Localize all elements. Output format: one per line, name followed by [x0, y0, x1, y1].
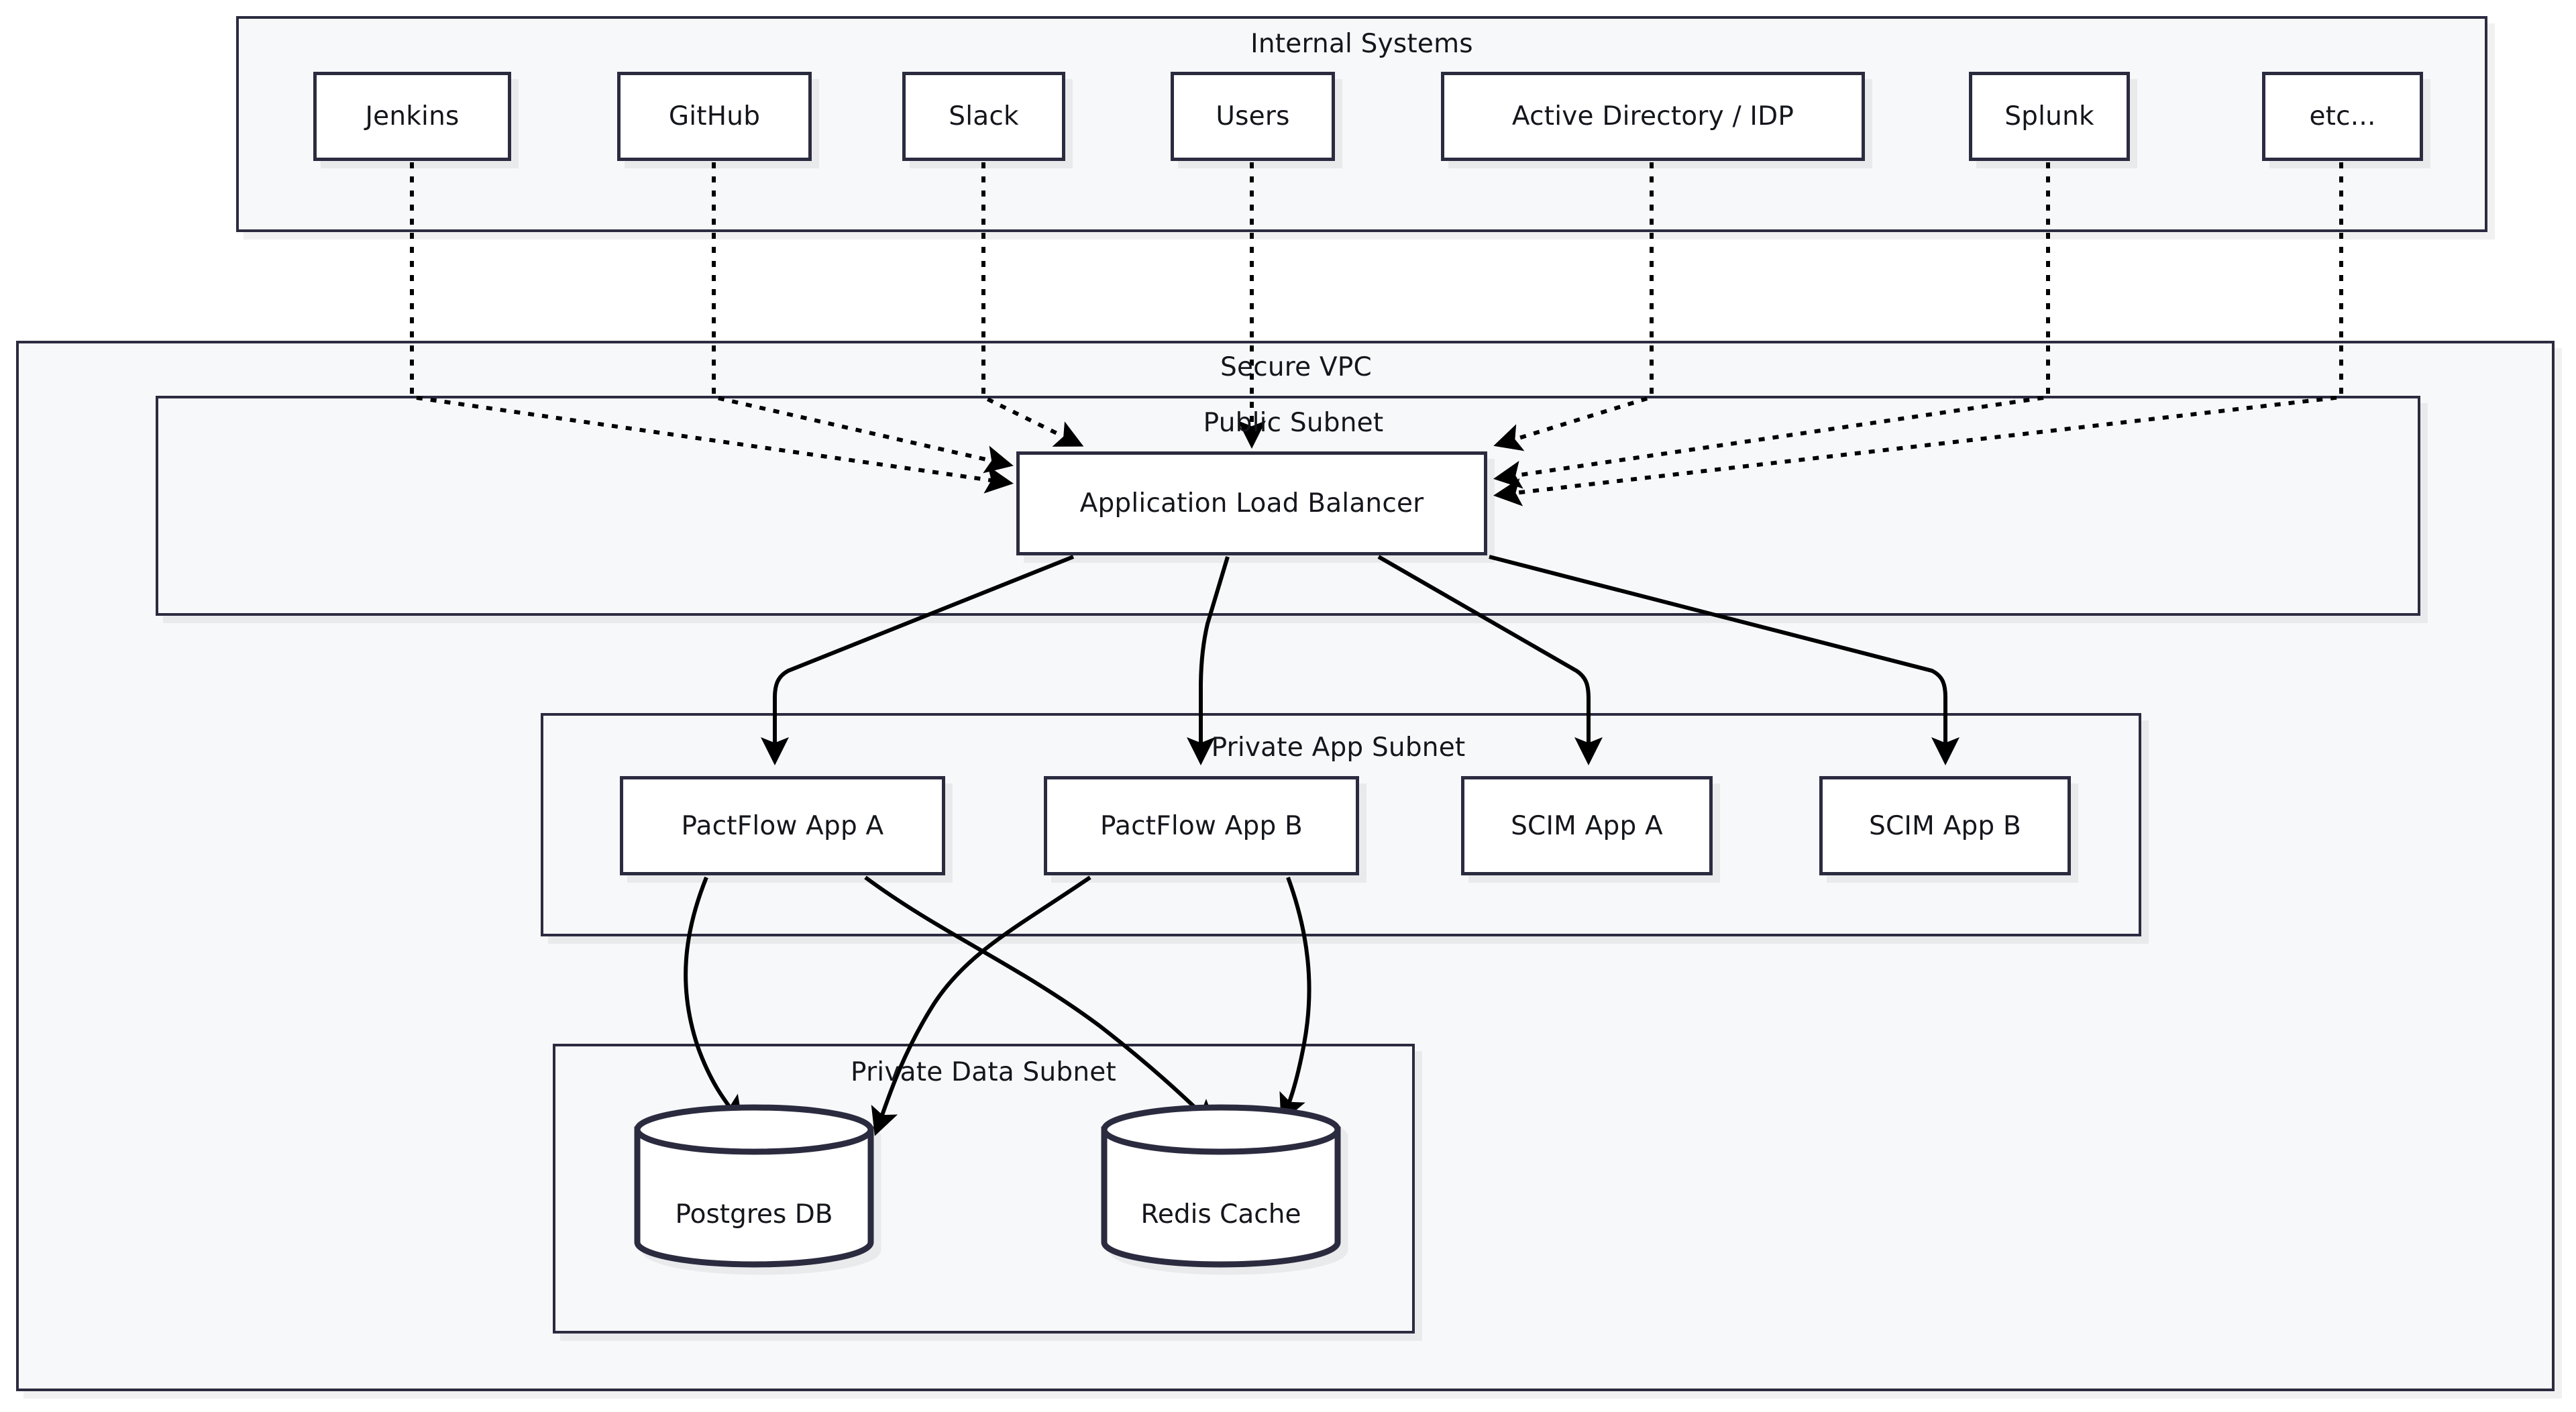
cluster-label-internal-systems: Internal Systems — [1250, 29, 1473, 59]
node-label-active-directory: Active Directory / IDP — [1511, 101, 1794, 131]
node-application-load-balancer[interactable]: Application Load Balancer — [1016, 451, 1487, 555]
node-scim-app-a[interactable]: SCIM App A — [1461, 776, 1713, 875]
node-label-users: Users — [1216, 101, 1290, 131]
node-label-slack: Slack — [949, 101, 1019, 131]
node-pactflow-app-b[interactable]: PactFlow App B — [1044, 776, 1359, 875]
node-slack[interactable]: Slack — [902, 72, 1065, 161]
cluster-label-private-data-subnet: Private Data Subnet — [851, 1057, 1116, 1087]
node-active-directory[interactable]: Active Directory / IDP — [1441, 72, 1865, 161]
node-label-scim-app-a: SCIM App A — [1511, 810, 1663, 841]
node-label-application-load-balancer: Application Load Balancer — [1079, 488, 1424, 519]
node-redis-cache[interactable]: Redis Cache — [1100, 1104, 1342, 1268]
node-etc[interactable]: etc... — [2262, 72, 2423, 161]
node-postgres-db[interactable]: Postgres DB — [633, 1104, 875, 1268]
node-label-scim-app-b: SCIM App B — [1869, 810, 2021, 841]
node-label-splunk: Splunk — [2004, 101, 2094, 131]
node-github[interactable]: GitHub — [617, 72, 812, 161]
node-splunk[interactable]: Splunk — [1969, 72, 2130, 161]
node-users[interactable]: Users — [1171, 72, 1335, 161]
cluster-label-public-subnet: Public Subnet — [1203, 408, 1384, 438]
node-label-pactflow-app-a: PactFlow App A — [681, 810, 884, 841]
node-label-github: GitHub — [668, 101, 761, 131]
node-label-pactflow-app-b: PactFlow App B — [1100, 810, 1303, 841]
node-pactflow-app-a[interactable]: PactFlow App A — [620, 776, 945, 875]
cluster-label-private-app-subnet: Private App Subnet — [1211, 732, 1466, 763]
node-label-jenkins: Jenkins — [365, 101, 460, 131]
node-scim-app-b[interactable]: SCIM App B — [1819, 776, 2071, 875]
node-label-etc: etc... — [2309, 101, 2376, 131]
cluster-label-secure-vpc: Secure VPC — [1220, 352, 1372, 382]
node-jenkins[interactable]: Jenkins — [313, 72, 511, 161]
